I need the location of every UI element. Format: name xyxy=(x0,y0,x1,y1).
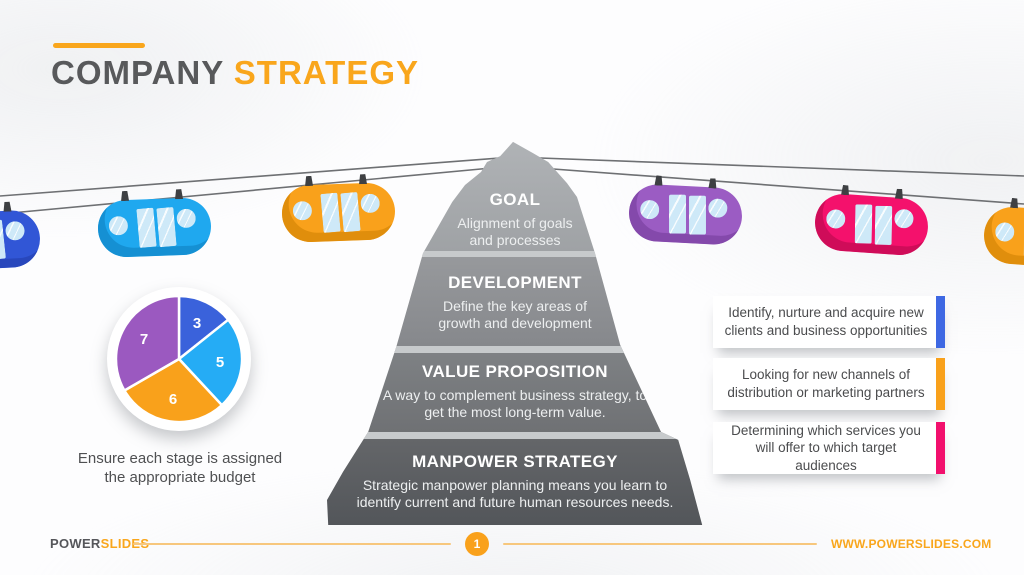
mountain-level-manpower-strategy: MANPOWER STRATEGY Strategic manpower pla… xyxy=(327,452,702,511)
level-description: Alignment of goals and processes xyxy=(457,215,573,248)
mountain-divider xyxy=(327,346,703,353)
info-card-text: Determining which services you will offe… xyxy=(731,422,921,473)
level-title: DEVELOPMENT xyxy=(448,273,582,292)
wire-right-lower xyxy=(512,165,1024,205)
gondola-window-round xyxy=(825,208,846,230)
gondola-window-round xyxy=(176,208,197,229)
title-accent-dash xyxy=(53,43,145,48)
wire-left-upper xyxy=(0,156,514,197)
gondola-window xyxy=(688,195,706,235)
mountain-divider xyxy=(327,251,703,257)
info-card-channels: Looking for new channels of distribution… xyxy=(713,358,945,410)
mountain-level-goal: GOAL Alignment of goals and processes xyxy=(327,190,702,249)
pie-value-label: 7 xyxy=(140,331,148,348)
gondola-window xyxy=(669,194,687,234)
pie-slice-6 xyxy=(123,357,224,424)
gondola-light-blue xyxy=(97,197,212,258)
level-description: Define the key areas of growth and devel… xyxy=(438,298,592,331)
gondola-window-round xyxy=(108,215,129,236)
level-description: A way to complement business strategy, t… xyxy=(382,387,648,420)
mountain-level-value-proposition: VALUE PROPOSITION A way to complement bu… xyxy=(327,362,702,421)
footer-divider-line xyxy=(503,543,817,545)
page-title-accent: STRATEGY xyxy=(233,54,420,91)
gondola-window-round xyxy=(639,199,660,220)
page-title-primary: COMPANY xyxy=(51,54,234,91)
gondola-window-round xyxy=(5,220,26,241)
info-card-services: Determining which services you will offe… xyxy=(713,422,945,474)
brand-logo-accent: SLIDES xyxy=(100,536,150,551)
budget-pie-chart: 3 5 6 7 xyxy=(107,287,251,431)
gondola-window-round xyxy=(292,200,313,221)
gondola-pink xyxy=(813,192,930,257)
page-number-badge: 1 xyxy=(465,532,489,556)
website-link[interactable]: WWW.POWERSLIDES.COM xyxy=(831,537,992,551)
page-title: COMPANY STRATEGY xyxy=(51,54,419,92)
level-title: VALUE PROPOSITION xyxy=(422,362,608,381)
gondola-window-round xyxy=(994,221,1015,243)
gondola-purple xyxy=(627,183,744,246)
mountain-level-development: DEVELOPMENT Define the key areas of grow… xyxy=(327,273,702,332)
gondola-window xyxy=(320,192,341,233)
gondola-window-round xyxy=(893,208,915,229)
info-card-text: Identify, nurture and acquire new client… xyxy=(724,305,928,338)
wire-right-upper xyxy=(512,156,1024,177)
gondola-window-round xyxy=(707,198,728,219)
mountain-divider xyxy=(327,432,703,439)
brand-logo-primary: POWER xyxy=(50,536,101,551)
brand-logo: POWERSLIDES xyxy=(50,536,149,551)
level-description: Strategic manpower planning means you le… xyxy=(356,477,674,510)
pie-svg: 3 5 6 7 xyxy=(114,294,244,424)
footer-divider-line xyxy=(133,543,451,545)
gondola-window xyxy=(854,204,873,244)
gondola-window xyxy=(340,191,361,233)
level-title: GOAL xyxy=(489,190,541,209)
info-card-text: Looking for new channels of distribution… xyxy=(727,367,925,400)
pie-value-label: 6 xyxy=(169,391,177,408)
wire-left-lower xyxy=(0,165,514,215)
gondola-window xyxy=(0,219,6,261)
pie-slice-7 xyxy=(114,294,181,392)
pie-slice-5 xyxy=(177,318,244,407)
gondola-window xyxy=(136,207,157,248)
pie-value-label: 3 xyxy=(193,315,201,332)
pie-value-label: 5 xyxy=(216,354,224,371)
info-card-accent-bar xyxy=(936,296,945,348)
gondola-window-round xyxy=(360,193,381,214)
pie-caption: Ensure each stage is assigned the approp… xyxy=(77,450,283,486)
info-card-clients: Identify, nurture and acquire new client… xyxy=(713,296,945,348)
info-card-accent-bar xyxy=(936,358,945,410)
info-card-accent-bar xyxy=(936,422,945,474)
gondola-window xyxy=(874,205,893,245)
gondola-window xyxy=(156,206,177,248)
gondola-orange-left xyxy=(281,182,396,243)
level-title: MANPOWER STRATEGY xyxy=(412,452,618,471)
